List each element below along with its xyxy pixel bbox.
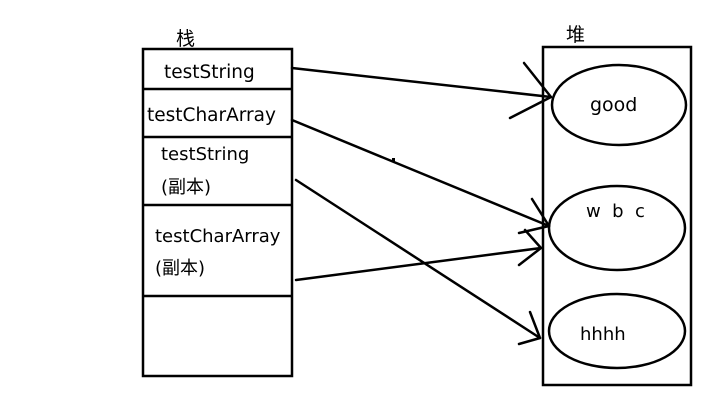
heap-object-wbc: w b c xyxy=(547,184,687,272)
heap-object-good: good xyxy=(550,63,688,147)
heap-object-ellipse xyxy=(547,292,687,370)
reference-arrow-testCharArray xyxy=(290,118,551,235)
heap-object-label: good xyxy=(590,94,637,116)
stack-cell-testString: testString xyxy=(164,62,255,83)
stack-frame xyxy=(141,47,294,378)
reference-arrow-testString xyxy=(290,61,553,120)
stack-cell-sublabel: (副本) xyxy=(155,258,205,279)
heap-object-label: w b c xyxy=(586,201,645,222)
stack-cell-testCharArray-copy: testCharArray (副本) xyxy=(155,226,281,279)
heap-object-ellipse xyxy=(550,63,688,147)
stack-cell-sublabel: (副本) xyxy=(161,177,211,198)
heap-object-hhhh: hhhh xyxy=(547,292,687,370)
reference-arrow-testString-copy xyxy=(294,178,542,346)
stack-cell-testString-copy: testString (副本) xyxy=(161,144,249,198)
heap-title: 堆 xyxy=(566,24,585,46)
stack-outline xyxy=(141,47,294,378)
stack-cell-label: testString xyxy=(164,62,255,83)
stack-cell-label: testCharArray xyxy=(155,226,281,247)
heap-object-label: hhhh xyxy=(580,324,626,345)
stack-cell-testCharArray: testCharArray xyxy=(147,105,276,126)
reference-arrow-testCharArray-copy xyxy=(294,228,543,282)
stack-cell-label: testCharArray xyxy=(147,105,276,126)
stack-title: 栈 xyxy=(176,28,195,50)
heap-object-ellipse xyxy=(547,184,687,272)
stack-cell-label: testString xyxy=(161,144,249,165)
stray-mark xyxy=(392,158,395,162)
